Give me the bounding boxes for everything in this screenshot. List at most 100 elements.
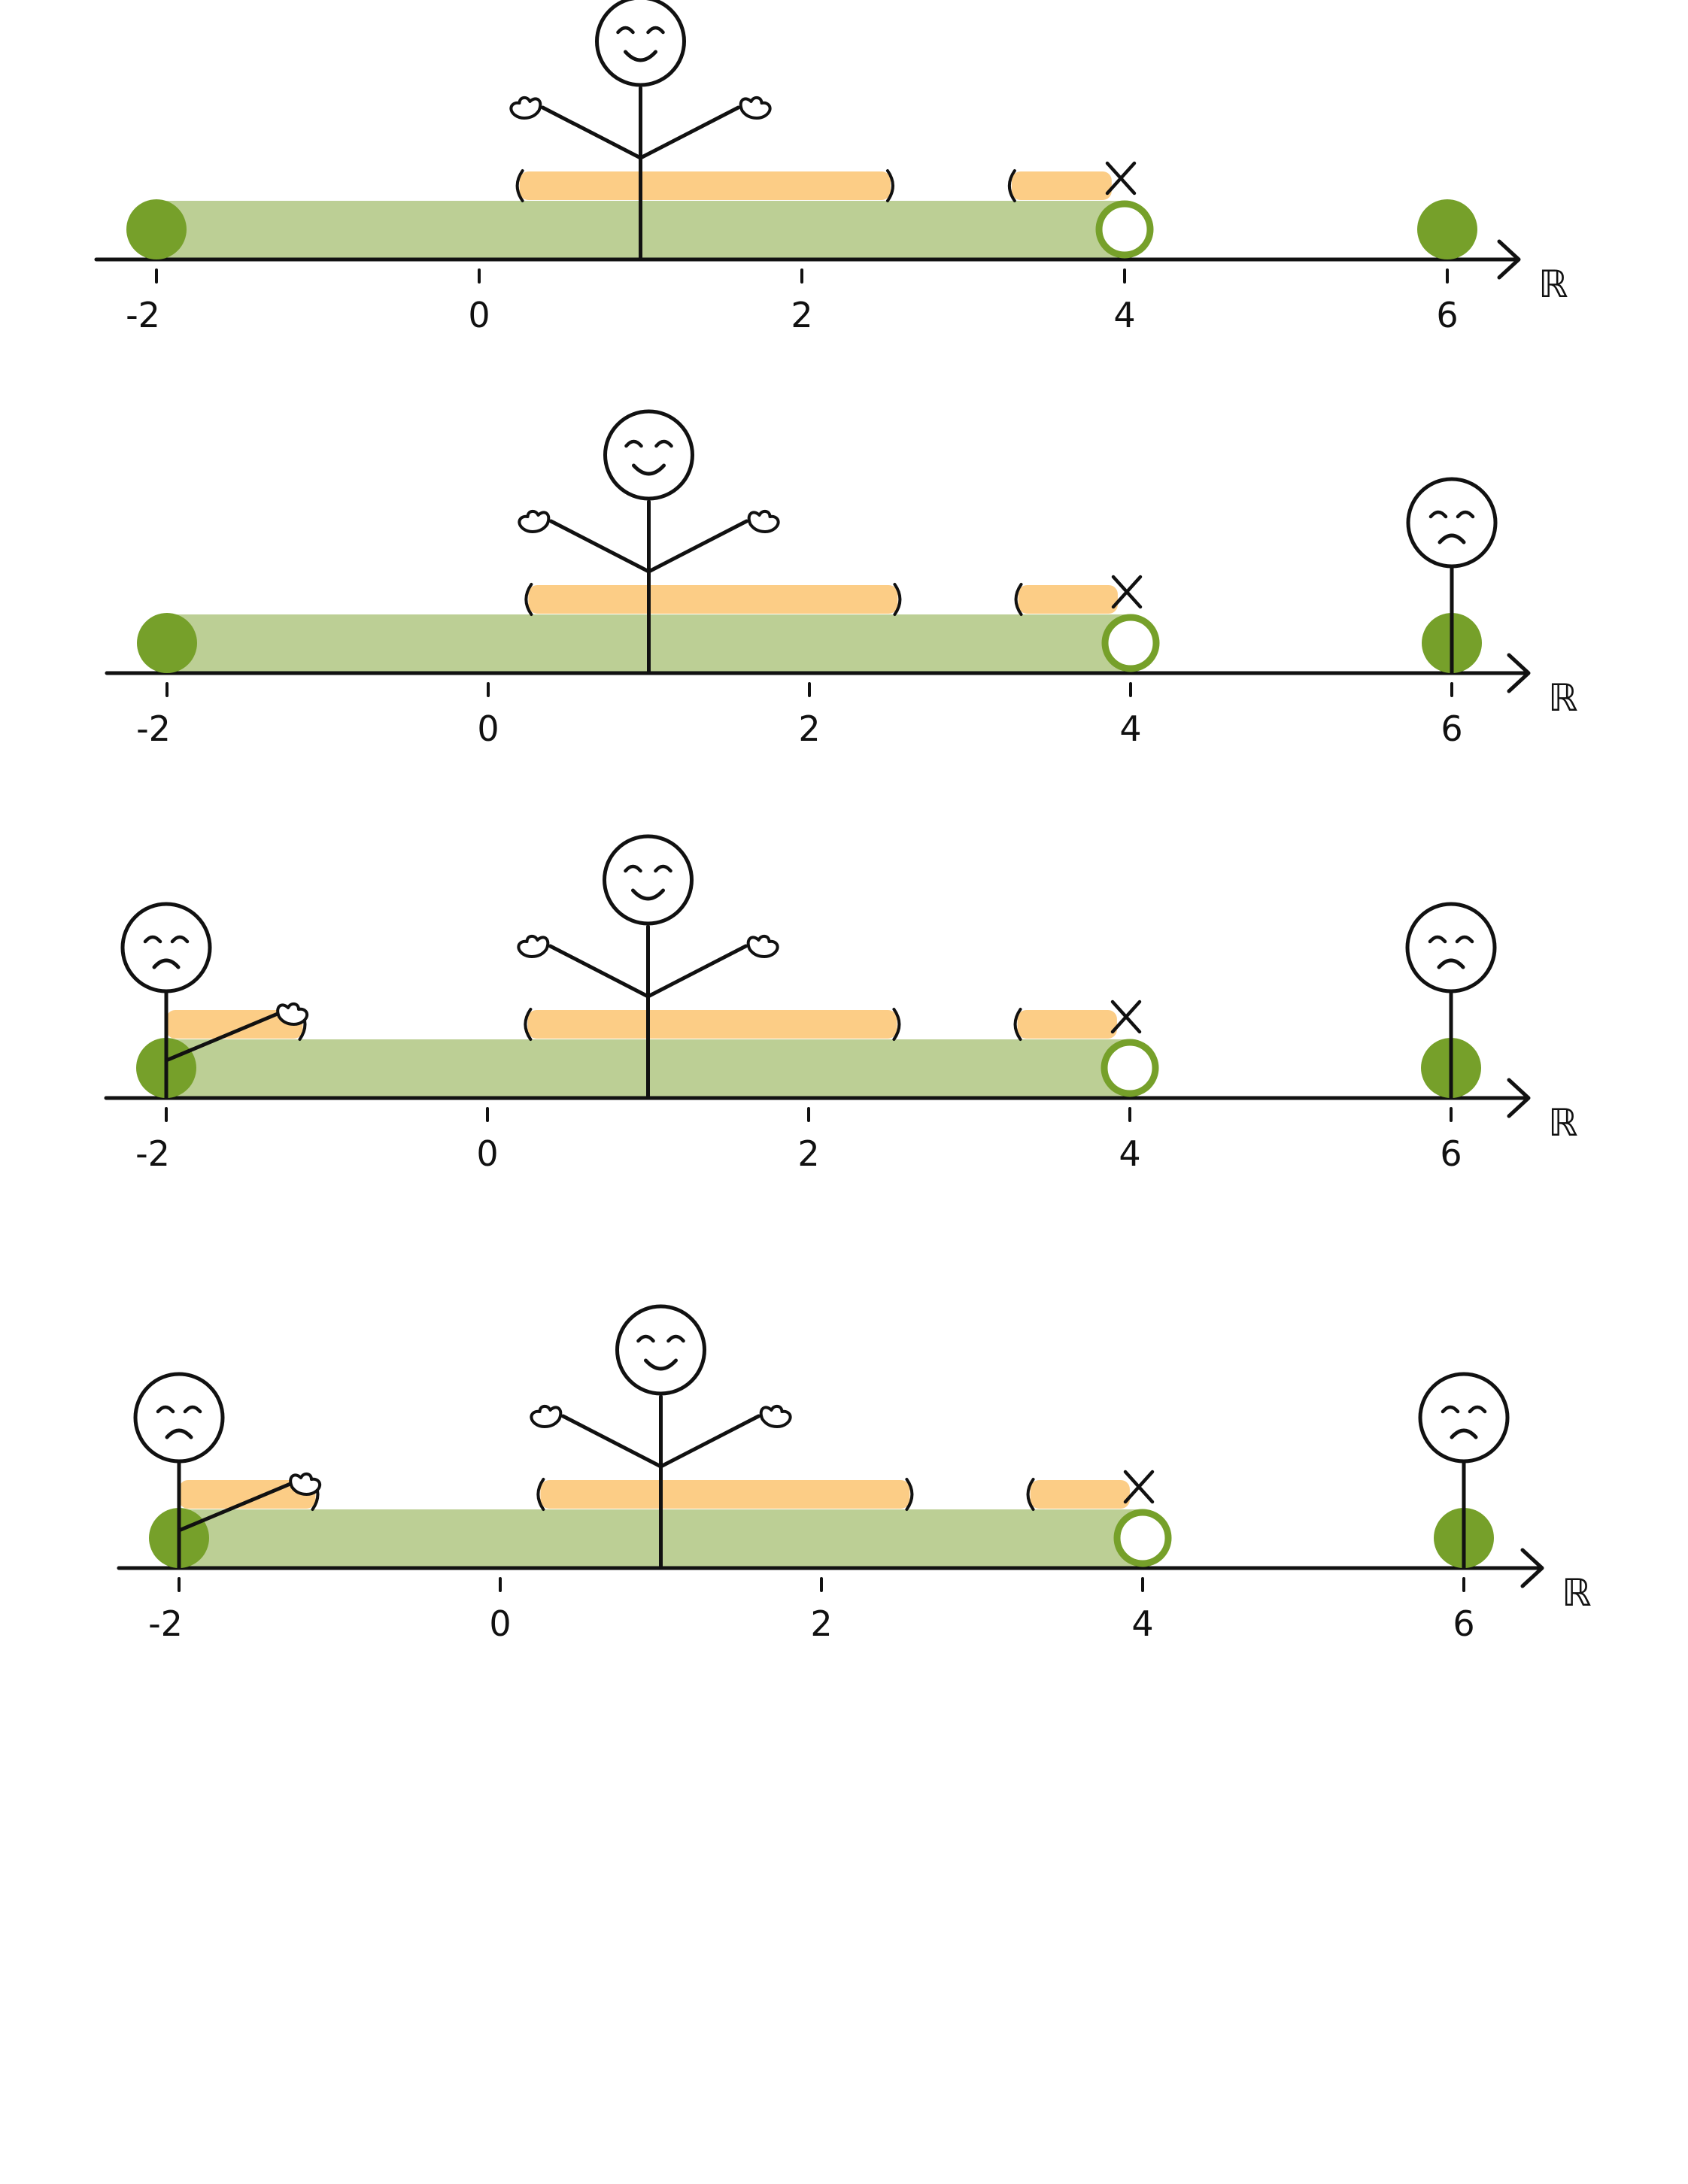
tick-label: 6 [1441,708,1462,749]
sad-figure-eye-right [183,1405,202,1414]
happy-figure-hand-left-icon [517,935,550,958]
tick-label: 0 [477,708,499,749]
happy-figure-eye-left [636,1334,655,1343]
sad-figure-frown [152,958,181,969]
tick-label: 2 [791,295,812,335]
sad-figure [133,1372,322,1570]
sad-figure-frown [1438,533,1466,544]
axis-arrow-icon [1507,1078,1531,1118]
tick-label: 0 [476,1133,498,1174]
happy-figure-smile [632,463,666,476]
happy-figure-hand-left-icon [509,96,542,120]
sad-figure-head [133,1372,225,1464]
open-endpoint-circle [1101,1039,1159,1097]
sad-figure-head [1418,1372,1510,1464]
sad-figure-frown [165,1428,193,1439]
axis-label: ℝ [1562,1571,1592,1615]
happy-figure-hand-right-icon [739,96,772,120]
happy-figure [509,0,772,262]
happy-figure [517,834,779,1100]
tick-label: 6 [1436,295,1458,335]
cross-mark-icon [1123,1470,1155,1504]
happy-figure-hand-right-icon [746,935,779,958]
happy-figure-hand-right-icon [759,1405,792,1428]
happy-figure [530,1304,792,1570]
happy-figure-smile [624,50,657,62]
neighborhood-near-4 [1018,585,1118,614]
sad-figure [1406,477,1498,675]
sad-figure-eye-right [1456,510,1475,519]
happy-figure-arm-right [639,105,740,160]
neighborhood-near-4 [1030,1480,1130,1509]
neighborhood-near-4 [1011,171,1112,200]
neighborhood-around-1 [528,585,898,614]
happy-figure-arm-right [647,519,748,574]
happy-figure-head [595,0,686,87]
axis-label: ℝ [1548,676,1578,720]
axis-arrow-icon [1520,1548,1544,1588]
tick-label: 2 [798,708,820,749]
tick-label: 2 [810,1603,832,1644]
happy-figure-eye-right [654,864,672,873]
happy-figure-eye-left [624,439,643,448]
tick-label: 6 [1440,1133,1462,1174]
sad-figure-frown [1450,1428,1478,1439]
neighborhood-near-4-bracket [1026,1478,1035,1511]
sad-figure-eye-left [1428,935,1447,944]
neighborhood-around-1 [540,1480,910,1509]
axis-arrow-icon [1507,653,1531,693]
sad-figure-eye-right [1455,935,1474,944]
tick-label: 0 [468,295,490,335]
neighborhood-around-1-open-bracket-left [515,169,524,202]
sad-figure-eye-left [156,1405,175,1414]
axis-label: ℝ [1548,1101,1578,1145]
happy-figure-arm-right [659,1414,761,1469]
sad-figure-arm [164,1012,280,1063]
neighborhood-near-4-bracket [1014,583,1023,616]
happy-figure-hand-left-icon [530,1405,563,1428]
happy-figure-eye-left [616,26,635,35]
sad-figure [1405,902,1497,1100]
tick-label: 2 [797,1133,819,1174]
neighborhood-around-1-open-bracket-left [524,1008,533,1041]
sad-figure-head [1406,477,1498,569]
happy-figure-eye-left [624,864,642,873]
cross-mark-icon [1105,161,1137,196]
sad-figure-hand-icon [289,1473,322,1496]
cross-mark-icon [1111,575,1143,609]
sad-figure-eye-left [143,935,162,944]
neighborhood-around-1-open-bracket-right [893,583,902,616]
happy-figure-smile [631,888,665,901]
open-endpoint-circle [1113,1509,1172,1567]
closed-endpoint-dot [126,199,187,259]
happy-figure-head [603,834,694,926]
happy-figure-hand-right-icon [747,510,780,533]
neighborhood-around-1-open-bracket-left [536,1478,545,1511]
neighborhood-around-1 [527,1010,897,1039]
sad-figure-eye-left [1441,1405,1460,1414]
sad-figure-arm [177,1482,293,1533]
sad-figure-head [1405,902,1497,993]
neighborhood-around-1 [519,171,891,200]
happy-figure-arm-left [549,519,651,574]
neighborhood-near-4-bracket [1007,169,1016,202]
tick-label: 6 [1453,1603,1474,1644]
sad-figure [1418,1372,1510,1570]
happy-figure-arm-left [561,1414,663,1469]
axis-label: ℝ [1538,262,1568,306]
sad-figure-hand-icon [276,1003,309,1026]
neighborhood-near-4 [1017,1010,1117,1039]
tick-label: 4 [1119,708,1141,749]
sad-figure-eye-right [170,935,190,944]
tick-label: 0 [489,1603,511,1644]
tick-label: 4 [1113,295,1135,335]
neighborhood-near-4-bracket [1013,1008,1022,1041]
happy-figure-smile [644,1358,678,1371]
sad-figure-head [120,902,212,993]
sad-figure-frown [1437,958,1465,969]
happy-figure-head [603,409,694,501]
